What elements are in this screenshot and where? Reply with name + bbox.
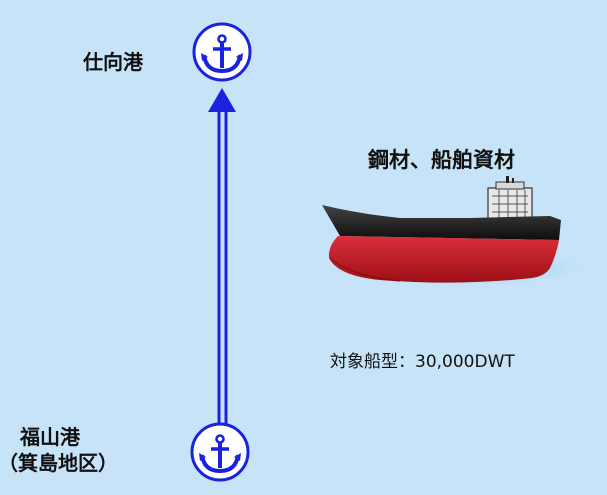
anchor-icon	[192, 22, 252, 82]
origin-port-name: 福山港	[20, 425, 80, 449]
ship-icon	[322, 176, 595, 288]
origin-port-district: （箕島地区）	[0, 451, 118, 475]
arrow-up-icon	[208, 88, 236, 112]
ship-type-label: 対象船型：30,000DWT	[330, 352, 515, 372]
destination-port-label: 仕向港	[83, 50, 143, 74]
route-line	[217, 112, 228, 430]
origin-port-label: 福山港 （箕島地区）	[0, 424, 190, 476]
cargo-label: 鋼材、船舶資材	[368, 148, 515, 172]
anchor-icon	[190, 422, 250, 482]
